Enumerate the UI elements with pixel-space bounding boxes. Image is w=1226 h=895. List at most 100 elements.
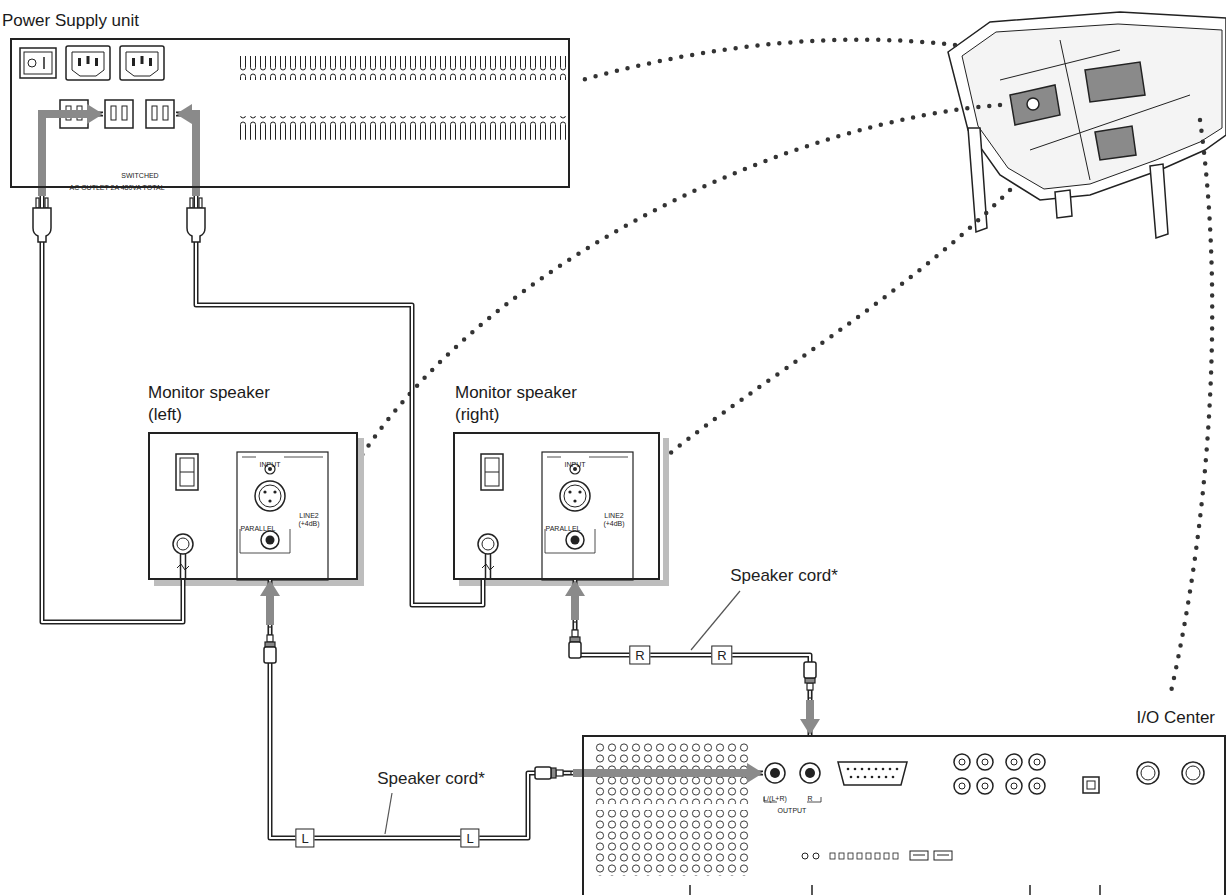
phone-plug xyxy=(264,627,276,663)
power-supply-panel xyxy=(126,52,158,76)
leader-line xyxy=(385,591,740,834)
power-supply-panel xyxy=(238,116,568,140)
io-center-panel xyxy=(861,768,864,771)
power-supply-panel xyxy=(149,58,152,66)
panel-marking: AC OUTLET 2A 480VA TOTAL xyxy=(69,184,164,192)
dotted-leader xyxy=(362,105,1000,455)
power-supply-panel xyxy=(20,46,568,140)
channel-tag: L xyxy=(460,829,479,848)
dotted-leader xyxy=(668,190,1010,455)
piano-illustration xyxy=(1085,62,1145,102)
io-center-panel xyxy=(1011,759,1017,765)
cable-core xyxy=(575,580,810,735)
arrow-shaft xyxy=(266,593,274,625)
power-supply-panel xyxy=(163,106,168,120)
piano-illustration xyxy=(1055,190,1072,218)
io-center-panel xyxy=(765,763,785,783)
io-center-panel xyxy=(839,853,844,859)
jack-label: L/(L+R) xyxy=(763,795,787,803)
power-supply-panel xyxy=(20,48,56,78)
panel-marking: LINE2 (+4dB) xyxy=(599,512,629,528)
power-supply-panel xyxy=(95,58,98,66)
io-center-panel xyxy=(1186,766,1200,780)
io-center-panel xyxy=(871,776,874,779)
arrow-shaft xyxy=(573,769,750,777)
unit-outline xyxy=(148,432,358,580)
power-supply-panel xyxy=(24,52,52,74)
io-center-panel xyxy=(770,768,780,778)
arrow-shaft xyxy=(42,114,90,196)
io-center-panel xyxy=(889,768,892,771)
power-supply-panel xyxy=(28,59,36,67)
power-supply-panel xyxy=(146,100,174,128)
panel-marking: INPUT xyxy=(260,461,281,469)
io-center-panel xyxy=(977,778,993,794)
io-center-panel xyxy=(868,768,871,771)
cable-connector xyxy=(176,104,483,605)
io-center-panel xyxy=(857,853,862,859)
io-center-panel xyxy=(813,853,819,859)
piano-illustration xyxy=(1010,85,1060,125)
channel-tag: L xyxy=(295,829,314,848)
power-supply-panel xyxy=(111,106,116,120)
io-center-panel xyxy=(594,742,1204,895)
io-center-panel xyxy=(977,754,993,770)
cord-label: Speaker cord* xyxy=(375,769,487,789)
io-center-panel xyxy=(1137,762,1159,784)
io-center-panel xyxy=(913,855,925,856)
cable-core xyxy=(270,580,763,838)
io-center-panel xyxy=(854,768,857,771)
io-center-panel xyxy=(1034,759,1040,765)
io-center-panel xyxy=(893,853,898,859)
io-center-panel xyxy=(1034,783,1040,789)
piano-illustration xyxy=(1095,126,1136,160)
arrow-shaft xyxy=(571,593,579,620)
io-center-panel xyxy=(1029,778,1045,794)
dotted-leader xyxy=(1170,120,1212,696)
panel-marking: INPUT xyxy=(565,461,586,469)
arrow-head xyxy=(565,580,585,596)
io-center-panel xyxy=(934,851,952,860)
arrow-head xyxy=(176,104,192,124)
arrow-head xyxy=(260,580,280,596)
unit-heading: Power Supply unit xyxy=(2,10,302,32)
phone-plug xyxy=(535,767,571,779)
leader-line xyxy=(385,793,392,834)
io-center-panel xyxy=(982,783,988,789)
io-center-panel xyxy=(1006,754,1022,770)
power-supply-panel xyxy=(66,46,110,80)
io-center-panel xyxy=(878,776,881,779)
speaker-rear-panel xyxy=(148,432,364,586)
io-center-panel xyxy=(959,783,965,789)
io-center-panel xyxy=(848,853,853,859)
speaker-rear-panel xyxy=(453,432,669,586)
phone-plug xyxy=(569,622,581,658)
channel-tag: R xyxy=(629,646,650,665)
cord-label: Speaker cord* xyxy=(728,566,840,586)
labelled-unit: I/O Center xyxy=(582,665,1226,895)
power-supply-panel xyxy=(78,58,81,66)
io-center-panel xyxy=(800,763,820,783)
io-center-panel xyxy=(1182,762,1204,784)
arrow-head xyxy=(800,719,820,735)
unit-heading: Monitor speaker (left) xyxy=(148,382,308,426)
cable-outline xyxy=(42,114,183,622)
io-center-panel xyxy=(850,776,853,779)
cable-connector xyxy=(42,104,183,622)
io-center-panel xyxy=(1006,778,1022,794)
io-center-panel xyxy=(690,885,1100,895)
io-center-panel xyxy=(805,768,815,778)
unit-heading: Monitor speaker (right) xyxy=(455,382,615,426)
io-center-panel xyxy=(882,768,885,771)
io-center-panel xyxy=(802,853,808,859)
arrow-shaft xyxy=(189,114,196,196)
power-plug xyxy=(187,198,205,242)
cable-connector xyxy=(565,580,820,735)
io-center-panel xyxy=(866,853,871,859)
unit-outline xyxy=(582,735,1226,895)
arrow-head xyxy=(747,763,763,783)
